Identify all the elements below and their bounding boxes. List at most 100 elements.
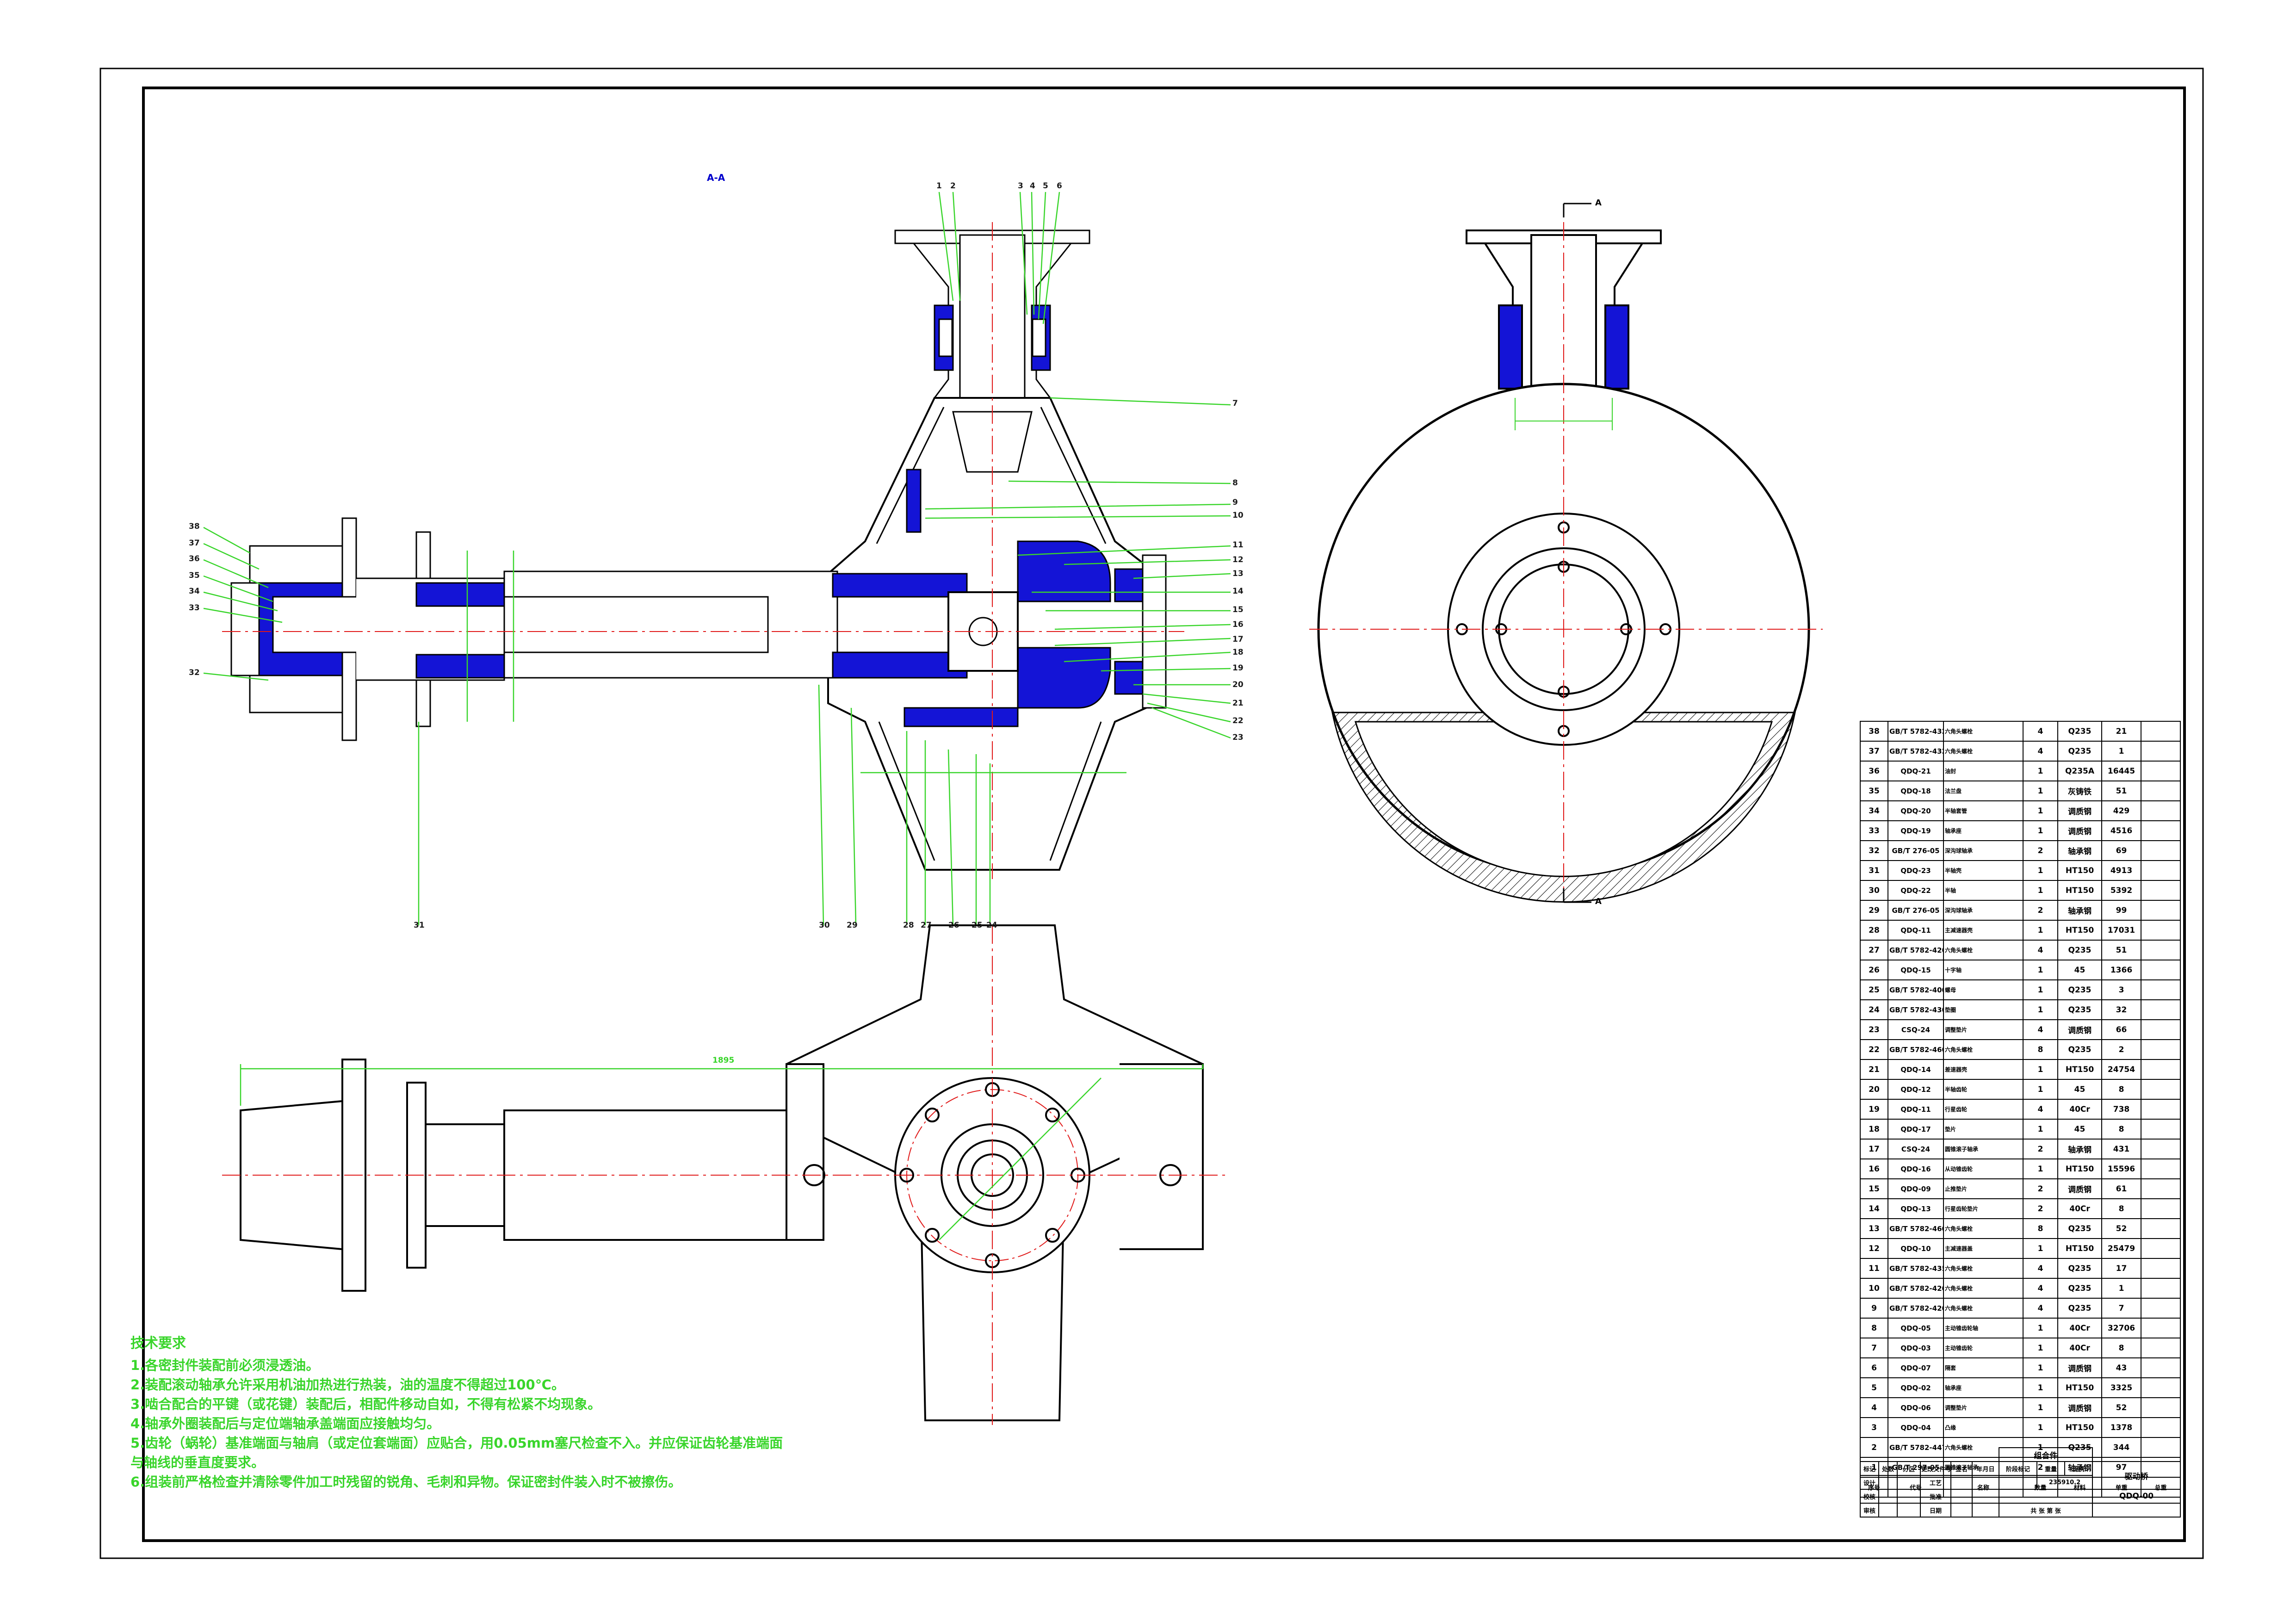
- bom-cell: GB/T 276-05: [1888, 840, 1944, 861]
- bom-cell: 轴承座: [1943, 1377, 2024, 1398]
- bom-cell: 调质钢: [2057, 1178, 2102, 1199]
- bom-cell: 51: [2101, 781, 2141, 801]
- bom-cell: [2141, 1099, 2181, 1120]
- bom-cell: 1: [2023, 820, 2058, 841]
- bom-cell: HT150: [2057, 880, 2102, 901]
- outer-sheet-border: [99, 68, 2204, 1559]
- bom-cell: 1: [2023, 1238, 2058, 1259]
- bom-cell: 灰铸铁: [2057, 781, 2102, 801]
- bom-cell: 半轴: [1943, 880, 2024, 901]
- bom-cell: 27: [1860, 940, 1888, 960]
- side-view-centerlines: [1309, 222, 1823, 888]
- bom-cell: [2141, 761, 2181, 781]
- tb-weight-value: 235910.2: [2036, 1475, 2093, 1490]
- bom-cell: Q235: [2057, 999, 2102, 1020]
- bom-cell: QDQ-04: [1888, 1417, 1944, 1438]
- bom-cell: [2141, 1278, 2181, 1299]
- bom-cell: 2: [2023, 1139, 2058, 1159]
- section-mark-top: A: [1595, 198, 1602, 208]
- callout-5: 5: [1043, 181, 1048, 191]
- bom-cell: 4: [2023, 721, 2058, 742]
- bom-cell: 26: [1860, 960, 1888, 980]
- bom-cell: 32: [2101, 999, 2141, 1020]
- callout-36: 36: [189, 554, 200, 564]
- bom-cell: 凸缘: [1943, 1417, 2024, 1438]
- bom-cell: 6: [1860, 1357, 1888, 1378]
- tb-row-label: 处数: [1878, 1461, 1898, 1476]
- tb-person: 日期: [1920, 1503, 1951, 1518]
- bom-cell: 油封: [1943, 761, 2024, 781]
- bom-cell: [2141, 900, 2181, 921]
- bom-cell: QDQ-02: [1888, 1377, 1944, 1398]
- tb-row-label: 更改文件号: [1920, 1461, 1951, 1476]
- bom-cell: [2141, 1377, 2181, 1398]
- bom-cell: GB/T 5782-432: [1888, 721, 1944, 742]
- bom-cell: 2: [1860, 1437, 1888, 1458]
- bom-cell: [2141, 1417, 2181, 1438]
- callout-37: 37: [189, 539, 200, 548]
- bom-cell: GB/T 5782-400: [1888, 979, 1944, 1000]
- callout-11: 11: [1232, 540, 1244, 550]
- tb-weight-label: 重量: [2036, 1461, 2065, 1476]
- bom-cell: 2: [2023, 1178, 2058, 1199]
- bom-cell: 429: [2101, 800, 2141, 821]
- bom-cell: 止推垫片: [1943, 1178, 2024, 1199]
- bom-cell: 主动锥齿轮轴: [1943, 1318, 2024, 1338]
- callout-9: 9: [1232, 498, 1238, 507]
- tb-drawing-name: 驱动桥: [2092, 1461, 2181, 1490]
- bom-cell: [2141, 880, 2181, 901]
- section-view-label: A-A: [707, 172, 725, 183]
- bom-cell: 32706: [2101, 1318, 2141, 1338]
- bom-cell: [2141, 1198, 2181, 1219]
- bom-cell: 43: [2101, 1357, 2141, 1378]
- front-section-view: [230, 229, 1167, 871]
- bom-cell: 45: [2057, 1079, 2102, 1100]
- bom-cell: 23: [1860, 1019, 1888, 1040]
- bom-cell: 半轴套管: [1943, 800, 2024, 821]
- bom-cell: [2141, 741, 2181, 762]
- technical-requirements: 技术要求 1.各密封件装配前必须浸透油。 2.装配滚动轴承允许采用机油加热进行热…: [130, 1332, 783, 1492]
- callout-4: 4: [1030, 181, 1035, 191]
- bom-cell: 调整垫片: [1943, 1397, 2024, 1418]
- callout-23: 23: [1232, 733, 1244, 742]
- bom-cell: 33: [1860, 820, 1888, 841]
- bom-cell: QDQ-06: [1888, 1397, 1944, 1418]
- bom-cell: [2141, 721, 2181, 742]
- bom-cell: 17: [2101, 1258, 2141, 1279]
- bom-cell: QDQ-19: [1888, 820, 1944, 841]
- callout-21: 21: [1232, 699, 1244, 708]
- bom-cell: 六角头螺栓: [1943, 741, 2024, 762]
- bom-cell: GB/T 5782-420: [1888, 1298, 1944, 1319]
- bom-cell: HT150: [2057, 920, 2102, 941]
- bom-cell: [2141, 800, 2181, 821]
- bom-cell: 40Cr: [2057, 1318, 2102, 1338]
- bom-cell: HT150: [2057, 1158, 2102, 1179]
- bom-cell: 4: [2023, 1258, 2058, 1279]
- bom-cell: [2141, 1158, 2181, 1179]
- callout-22: 22: [1232, 716, 1244, 725]
- bom-cell: 14: [1860, 1198, 1888, 1219]
- bom-cell: 2: [2101, 1039, 2141, 1060]
- tb-row-label: 分区: [1897, 1461, 1921, 1476]
- bom-cell: QDQ-13: [1888, 1198, 1944, 1219]
- bom-cell: 1: [2023, 999, 2058, 1020]
- bom-cell: 主减速器盖: [1943, 1238, 2024, 1259]
- bom-cell: 36: [1860, 761, 1888, 781]
- callout-13: 13: [1232, 569, 1244, 578]
- bom-cell: 轴承钢: [2057, 1139, 2102, 1159]
- bom-cell: 垫片: [1943, 1119, 2024, 1140]
- bom-cell: QDQ-18: [1888, 781, 1944, 801]
- bom-cell: 13: [1860, 1218, 1888, 1239]
- bom-cell: 8: [1860, 1318, 1888, 1338]
- callout-1: 1: [936, 181, 942, 191]
